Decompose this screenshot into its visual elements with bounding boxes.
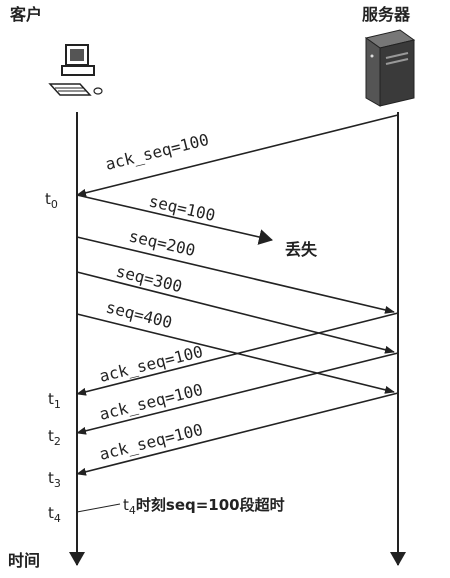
- time-mark-t2: t2: [48, 427, 61, 448]
- lost-label: 丢失: [285, 240, 318, 259]
- time-mark-t3: t3: [48, 469, 61, 490]
- message-label-ack-dup1: ack_seq=100: [97, 342, 204, 386]
- message-arrow-ack-dup3: [76, 392, 399, 476]
- time-mark-t0: t0: [45, 190, 58, 211]
- message-label-seq400: seq=400: [104, 297, 174, 332]
- message-arrow-seq400: [76, 313, 395, 394]
- message-label-ack-initial: ack_seq=100: [103, 130, 210, 174]
- time-mark-t1: t1: [48, 390, 61, 411]
- message-label-ack-dup3: ack_seq=100: [97, 420, 204, 464]
- desktop-computer-icon: [48, 44, 103, 96]
- timeout-leader-line: [76, 503, 121, 513]
- message-arrow-seq200: [76, 236, 395, 314]
- time-axis-label: 时间: [8, 551, 40, 570]
- client-label: 客户: [10, 5, 42, 24]
- server-label: 服务器: [362, 5, 411, 24]
- message-arrow-ack-initial: [76, 114, 399, 197]
- message-arrow-ack-dup1: [76, 312, 399, 396]
- message-arrow-seq100-lost: [76, 194, 273, 245]
- server-tower-icon: [364, 29, 416, 107]
- timeout-note: t4时刻seq=100段超时: [123, 496, 285, 517]
- message-label-ack-dup2: ack_seq=100: [97, 380, 204, 424]
- message-arrow-ack-dup2: [76, 352, 399, 435]
- message-label-seq200: seq=200: [127, 226, 197, 260]
- time-mark-t4: t4: [48, 504, 61, 525]
- message-arrow-seq300: [76, 271, 395, 354]
